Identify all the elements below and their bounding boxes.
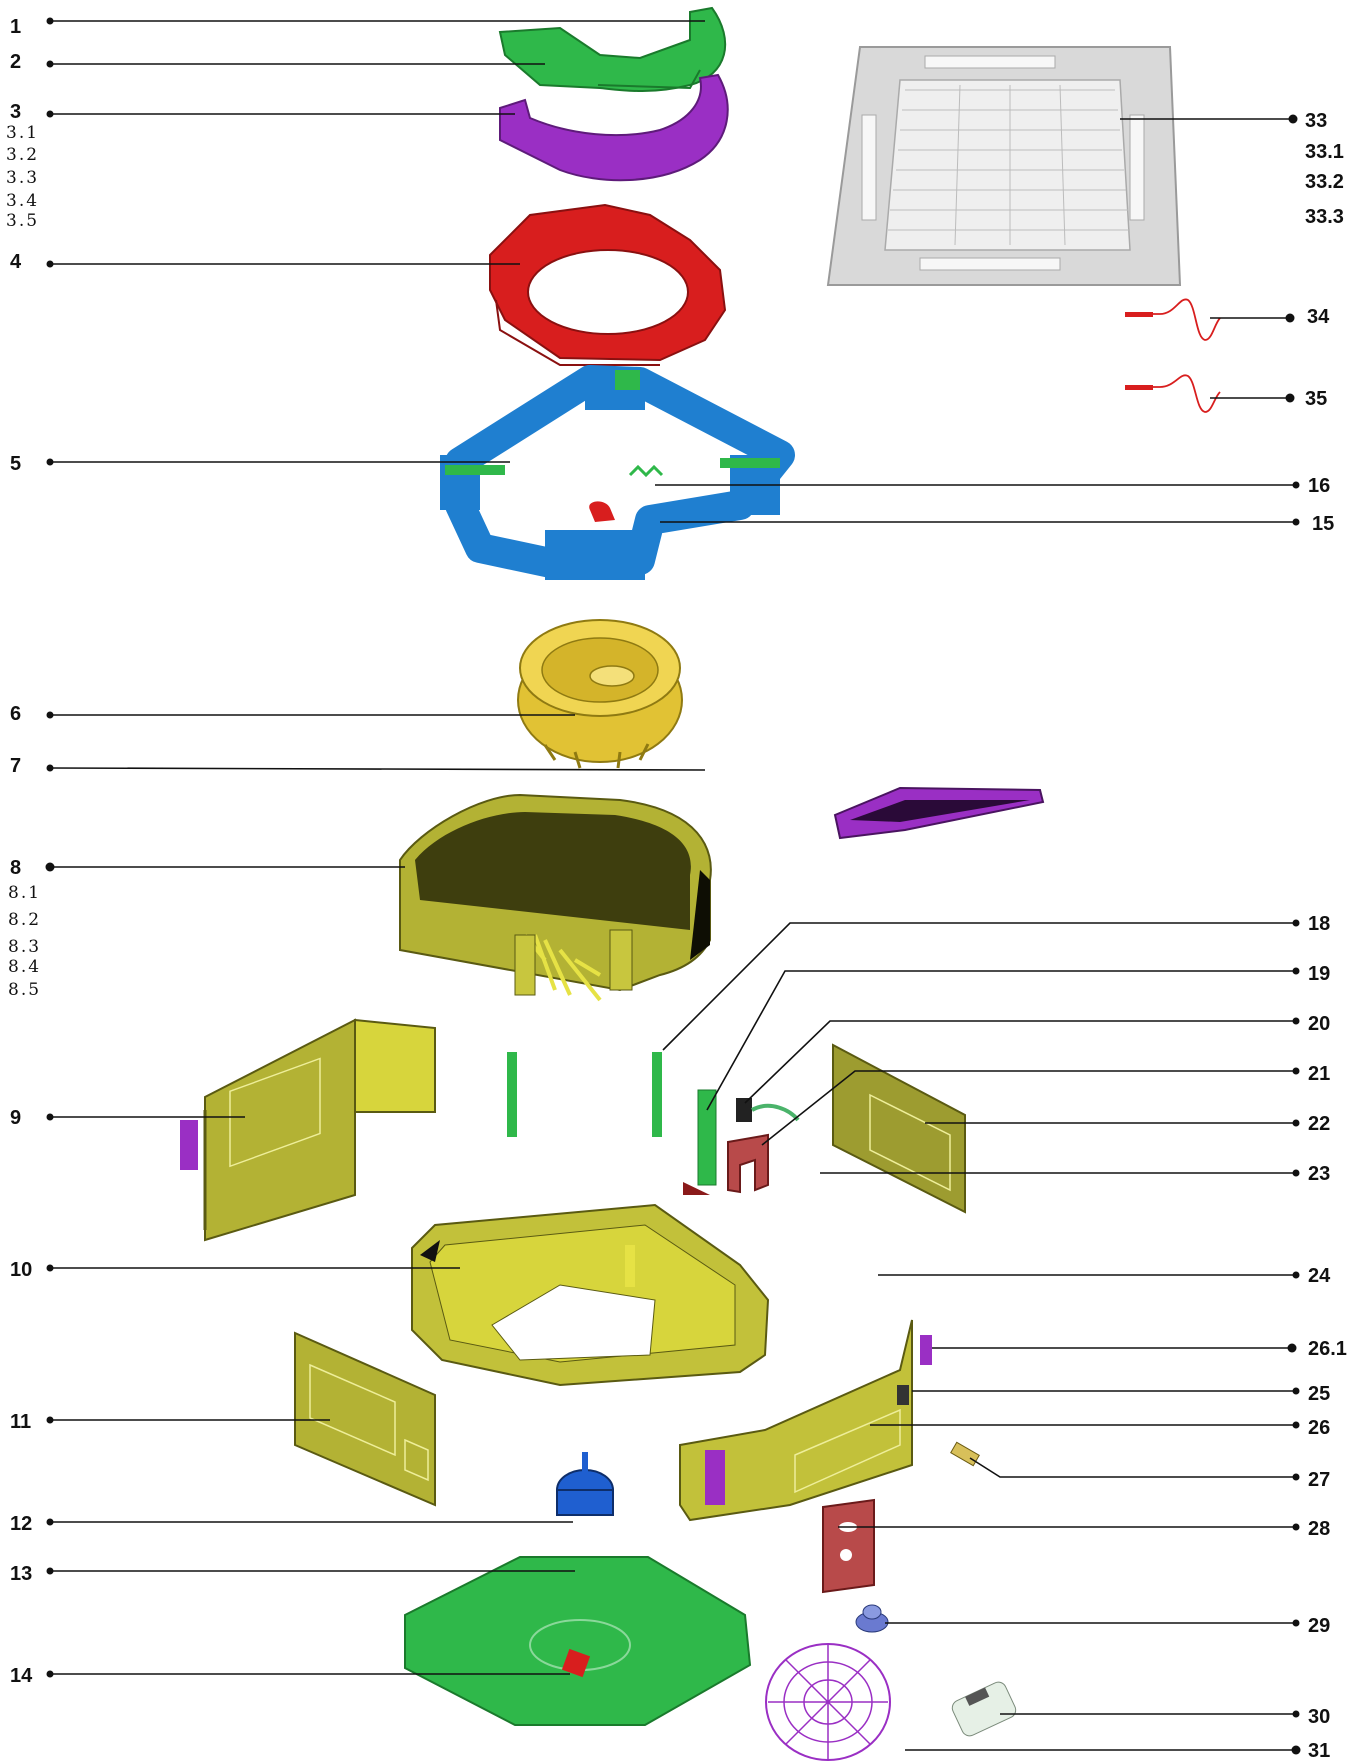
label-8: 8: [10, 857, 21, 879]
label-22: 22: [1308, 1113, 1330, 1135]
part-labels-right: 33 33.1 33.2 33.3 34 35 16 15 18 19 20 2…: [1305, 110, 1347, 1762]
label-33-2: 33.2: [1305, 171, 1344, 193]
part-left-panel: [180, 1018, 436, 1242]
label-18: 18: [1308, 913, 1330, 935]
label-13: 13: [10, 1563, 32, 1585]
part-knob: [855, 1604, 889, 1633]
label-2: 2: [10, 51, 21, 73]
sublabel-3-3: 3.3: [6, 168, 39, 188]
label-14: 14: [10, 1665, 33, 1687]
part-ceiling-panel: [826, 46, 1182, 286]
label-29: 29: [1308, 1615, 1330, 1637]
label-24: 24: [1308, 1265, 1331, 1287]
label-35: 35: [1305, 388, 1327, 410]
part-green-base: [404, 1556, 752, 1726]
sublabel-3-2: 3.2: [6, 145, 39, 165]
label-19: 19: [1308, 963, 1330, 985]
label-33: 33: [1305, 110, 1327, 132]
part-blue-frame: [440, 365, 795, 580]
leader-lines: [45, 17, 1301, 1755]
part-right-bottom-panel: [679, 1319, 932, 1522]
sublabel-8-3: 8.3: [8, 937, 41, 957]
label-1: 1: [10, 16, 21, 38]
label-28: 28: [1308, 1518, 1330, 1540]
sub-labels: 3.1 3.2 3.3 3.4 3.5 8.1 8.2 8.3 8.4 8.5: [6, 123, 41, 1000]
label-3: 3: [10, 101, 21, 123]
label-6: 6: [10, 703, 21, 725]
label-12: 12: [10, 1513, 32, 1535]
label-5: 5: [10, 453, 21, 475]
label-10: 10: [10, 1259, 32, 1281]
sublabel-3-1: 3.1: [6, 123, 39, 143]
part-red-shroud: [489, 203, 727, 366]
part-top-cover: [498, 6, 727, 92]
part-brass-fitting: [950, 1441, 980, 1467]
label-23: 23: [1308, 1163, 1330, 1185]
part-sensor-cables: [1125, 298, 1221, 413]
part-purple-tray: [833, 786, 1045, 840]
label-31: 31: [1308, 1740, 1330, 1762]
sublabel-8-4: 8.4: [8, 957, 41, 977]
label-27: 27: [1308, 1469, 1330, 1491]
label-33-3: 33.3: [1305, 206, 1344, 228]
label-26: 26: [1308, 1417, 1330, 1439]
part-bottom-left-panel: [294, 1331, 436, 1507]
label-4: 4: [10, 251, 22, 273]
sublabel-8-1: 8.1: [8, 883, 41, 903]
label-21: 21: [1308, 1063, 1330, 1085]
label-15: 15: [1312, 513, 1334, 535]
label-7: 7: [10, 755, 21, 777]
part-remote: [951, 1681, 1017, 1737]
label-16: 16: [1308, 475, 1330, 497]
label-9: 9: [10, 1107, 21, 1129]
part-red-plate: [822, 1498, 875, 1594]
label-34: 34: [1307, 306, 1330, 328]
part-labels-left: 1 2 3 4 5 6 7 8 9 10 11 12 13 14: [10, 16, 33, 1687]
label-11: 11: [10, 1411, 31, 1433]
part-blue-motor: [556, 1452, 614, 1516]
part-main-housing: [411, 1203, 770, 1387]
sublabel-8-2: 8.2: [8, 910, 41, 930]
part-green-brackets: [507, 1052, 717, 1186]
label-33-1: 33.1: [1305, 141, 1344, 163]
sublabel-3-5: 3.5: [6, 211, 39, 231]
part-right-panel: [832, 1043, 966, 1214]
sublabel-3-4: 3.4: [6, 191, 39, 211]
part-purple-duct: [499, 73, 729, 182]
label-26-1: 26.1: [1308, 1338, 1347, 1360]
part-evaporator: [399, 793, 712, 1002]
part-fan-guard: [765, 1643, 891, 1761]
part-fan-wheel: [517, 619, 683, 769]
label-20: 20: [1308, 1013, 1330, 1035]
label-25: 25: [1308, 1383, 1330, 1405]
sublabel-8-5: 8.5: [8, 980, 41, 1000]
label-30: 30: [1308, 1706, 1330, 1728]
